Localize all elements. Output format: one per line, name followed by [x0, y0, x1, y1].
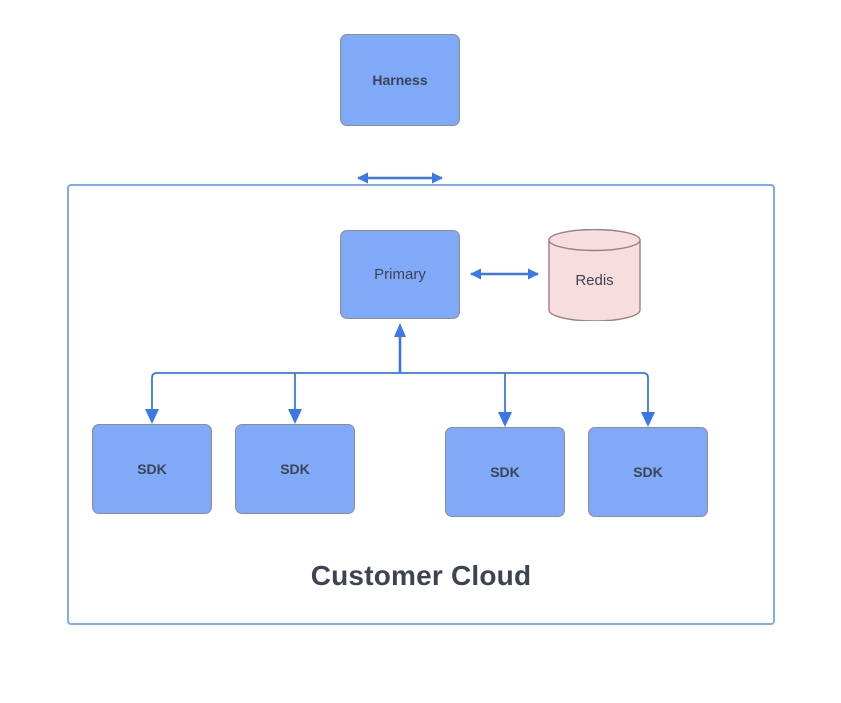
cylinder-shape: [548, 229, 641, 321]
node-harness-label: Harness: [372, 72, 428, 88]
node-primary[interactable]: Primary: [340, 230, 460, 319]
node-sdk-4[interactable]: SDK: [588, 427, 708, 517]
customer-cloud-label: Customer Cloud: [310, 560, 532, 591]
node-sdk-2[interactable]: SDK: [235, 424, 355, 514]
node-sdk-1[interactable]: SDK: [92, 424, 212, 514]
customer-cloud-container: [67, 184, 775, 625]
node-redis-label: Redis: [575, 271, 614, 289]
node-sdk-1-label: SDK: [137, 461, 167, 477]
node-redis[interactable]: Redis: [548, 229, 641, 321]
node-harness[interactable]: Harness: [340, 34, 460, 126]
node-sdk-4-label: SDK: [633, 464, 663, 480]
node-primary-label: Primary: [374, 266, 426, 283]
node-sdk-3[interactable]: SDK: [445, 427, 565, 517]
node-sdk-3-label: SDK: [490, 464, 520, 480]
node-sdk-2-label: SDK: [280, 461, 310, 477]
